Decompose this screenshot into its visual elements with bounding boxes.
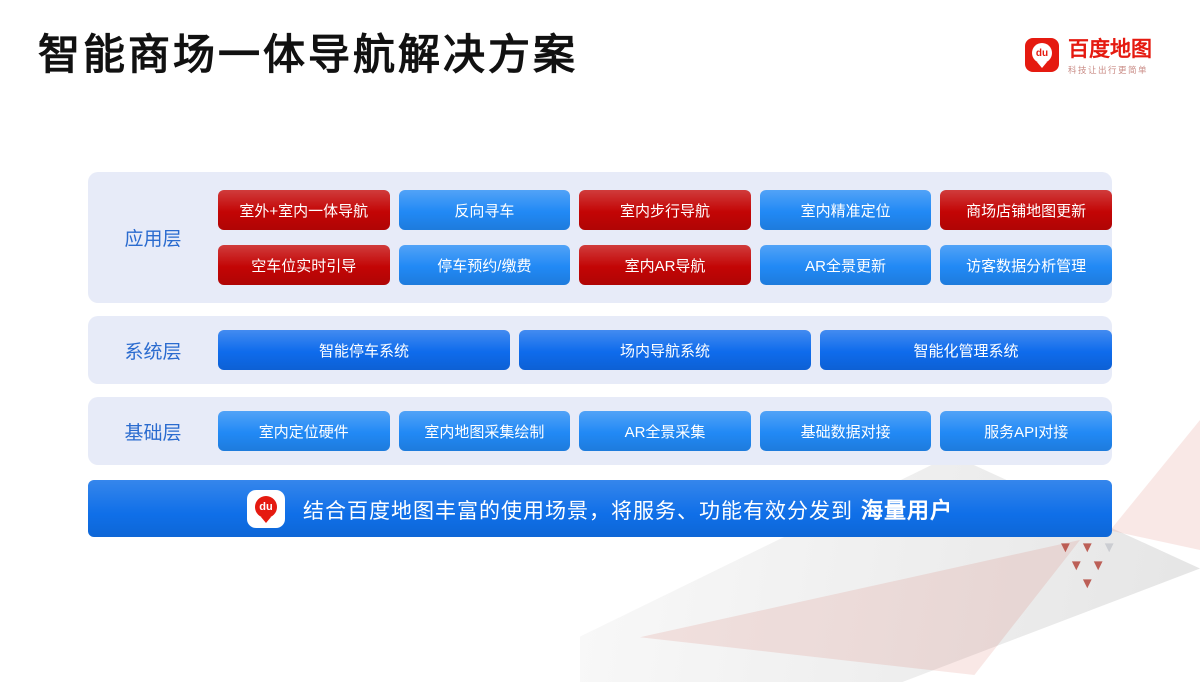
triangle-row: ▼ (1080, 576, 1095, 591)
pill-deep: 场内导航系统 (519, 330, 811, 370)
map-pin-badge-text: du (1032, 43, 1052, 63)
pill-blue: 反向寻车 (398, 190, 571, 230)
pill-red: 商场店铺地图更新 (940, 190, 1112, 230)
pill-red: 室内AR导航 (579, 245, 751, 285)
banner-bold-text: 海量用户 (860, 497, 953, 523)
triangle-row: ▼ ▼ ▼ (1058, 540, 1117, 555)
pill-blue: 基础数据对接 (759, 411, 932, 451)
pill-row: 室外+室内一体导航反向寻车室内步行导航室内精准定位商场店铺地图更新 (218, 190, 1112, 230)
pill-blue: 访客数据分析管理 (940, 245, 1112, 285)
layer-rows: 室外+室内一体导航反向寻车室内步行导航室内精准定位商场店铺地图更新空车位实时引导… (218, 190, 1112, 285)
pill-deep: 智能化管理系统 (820, 330, 1112, 370)
layer-label: 应用层 (124, 229, 182, 250)
triangle-icon: ▼ (1079, 539, 1095, 556)
header: 智能商场一体导航解决方案 du 百度地图 科技让出行更简单 (38, 31, 1152, 78)
pill-blue: 室内地图采集绘制 (398, 411, 571, 451)
triangle-icon: ▼ (1058, 539, 1073, 556)
pill-blue: AR全景更新 (759, 245, 932, 285)
page-title: 智能商场一体导航解决方案 (38, 31, 579, 78)
triangle-icon: ▼ (1090, 557, 1106, 574)
swoosh-edge-decoration (1110, 420, 1200, 550)
map-pin-icon: du (1025, 38, 1059, 72)
logo-brand: 百度地图 (1068, 38, 1152, 61)
pill-red: 室外+室内一体导航 (218, 190, 390, 230)
pill-blue: 室内精准定位 (759, 190, 932, 230)
bottom-banner: du 结合百度地图丰富的使用场景，将服务、功能有效分发到海量用户 (88, 480, 1112, 537)
pill-red: 室内步行导航 (579, 190, 751, 230)
logo-tagline: 科技让出行更简单 (1068, 65, 1149, 76)
pill-blue: 停车预约/缴费 (398, 245, 571, 285)
triangle-icon: ▼ (1101, 539, 1117, 556)
baidu-maps-logo: du 百度地图 科技让出行更简单 (1025, 38, 1152, 76)
layer-rows: 智能停车系统场内导航系统智能化管理系统 (218, 330, 1112, 370)
triangle-row: ▼▼ (1069, 558, 1106, 573)
triangle-icon: ▼ (1079, 575, 1095, 592)
layer-label: 基础层 (124, 422, 182, 444)
layer-system: 系统层 智能停车系统场内导航系统智能化管理系统 (88, 316, 1112, 384)
pill-blue: 室内定位硬件 (218, 411, 390, 451)
pill-deep: 智能停车系统 (218, 330, 510, 370)
map-pin-badge-text: du (254, 495, 277, 518)
banner-text: 结合百度地图丰富的使用场景，将服务、功能有效分发到 (302, 499, 853, 523)
logo-texts: 百度地图 科技让出行更简单 (1068, 38, 1152, 76)
pill-blue: AR全景采集 (579, 411, 751, 451)
layers-stack: 应用层室外+室内一体导航反向寻车室内步行导航室内精准定位商场店铺地图更新空车位实… (88, 172, 1112, 465)
banner-text-group: 结合百度地图丰富的使用场景，将服务、功能有效分发到海量用户 (303, 493, 953, 525)
pill-red: 空车位实时引导 (218, 245, 390, 285)
pill-blue: 服务API对接 (940, 411, 1112, 451)
map-pin-icon: du (246, 489, 285, 528)
triangle-cluster: ▼▼▼▼▼▼ (1058, 540, 1117, 591)
pill-row: 智能停车系统场内导航系统智能化管理系统 (218, 330, 1112, 370)
layer-label: 系统层 (124, 341, 182, 363)
layer-app: 应用层室外+室内一体导航反向寻车室内步行导航室内精准定位商场店铺地图更新空车位实… (88, 172, 1112, 303)
triangle-icon: ▼ (1068, 557, 1084, 574)
